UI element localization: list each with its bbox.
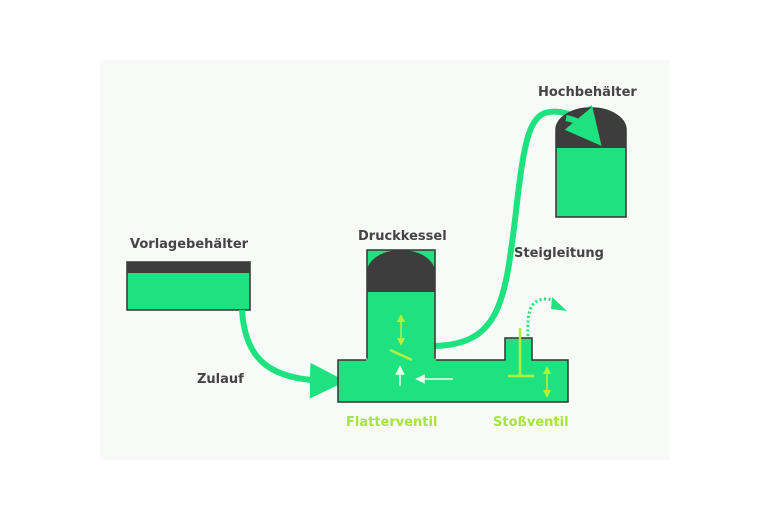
- impulse-valve: [508, 328, 534, 378]
- riser-outlet-arrow-icon: [564, 106, 602, 146]
- upper-tank-label: Hochbehälter: [538, 85, 637, 100]
- ram-body: [337, 249, 569, 403]
- flutter-valve-label: Flatterventil: [346, 415, 437, 430]
- pressure-vessel-label: Druckkessel: [358, 229, 447, 244]
- source-tank-label: Vorlagebehälter: [130, 237, 249, 252]
- upper-tank: [555, 107, 627, 218]
- source-tank: [126, 261, 251, 311]
- impulse-valve-label: Stoßventil: [493, 415, 569, 430]
- inlet-label: Zulauf: [197, 372, 244, 387]
- riser-label: Steigleitung: [514, 246, 604, 261]
- waste-water-flow: [526, 297, 560, 337]
- waste-arrow-icon: [551, 297, 567, 311]
- flutter-valve-flap: [389, 348, 413, 362]
- inlet-pipe: [239, 309, 346, 399]
- pressure-vessel-air: [367, 250, 435, 292]
